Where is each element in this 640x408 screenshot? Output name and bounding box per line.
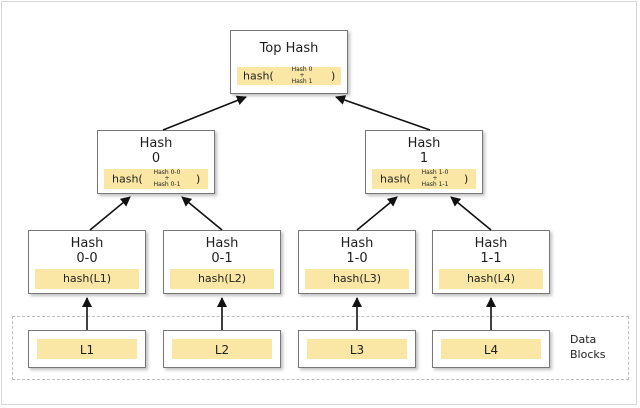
- data-block-l2: L2: [163, 330, 281, 368]
- hash-1-index: 1: [419, 151, 429, 166]
- formula-suffix: ): [464, 172, 469, 186]
- hash-1-formula: hash( Hash 1-0 + Hash 1-1 ): [372, 169, 476, 189]
- hash-1-node: Hash 1 hash( Hash 1-0 + Hash 1-1 ): [365, 130, 483, 194]
- formula-prefix: hash(: [380, 172, 411, 186]
- formula-plus: +: [299, 72, 305, 79]
- arrow-hash-1-0-to-hash-1: [356, 196, 398, 231]
- hash-0-formula: hash( Hash 0-0 + Hash 0-1 ): [104, 169, 208, 189]
- arrow-hash-0-1-to-hash-0: [181, 196, 223, 231]
- formula-prefix: hash(: [112, 172, 143, 186]
- leaf-hash-formula: hash(L3): [305, 269, 409, 289]
- leaf-hash-title: Hash: [205, 236, 239, 251]
- formula-suffix: ): [331, 69, 336, 83]
- data-blocks-label-line-2: Blocks: [570, 348, 606, 361]
- top-hash-formula: hash( Hash 0 + Hash 1 ): [237, 67, 341, 85]
- arrow-hash-0-0-to-hash-0: [89, 196, 131, 231]
- data-block-l4: L4: [432, 330, 550, 368]
- formula-arg-1: Hash 1-0: [421, 169, 449, 176]
- data-block-l1: L1: [28, 330, 146, 368]
- data-block-label: L4: [441, 339, 541, 359]
- data-block-label: L2: [172, 339, 272, 359]
- hash-1-0-node: Hash 1-0 hash(L3): [298, 230, 416, 294]
- arrow-hash-1-1-to-hash-1: [450, 196, 492, 231]
- hash-0-node: Hash 0 hash( Hash 0-0 + Hash 0-1 ): [97, 130, 215, 194]
- leaf-hash-index: 0-1: [211, 251, 233, 266]
- formula-arg-2: Hash 0-1: [153, 181, 181, 188]
- top-hash-title: Top Hash: [259, 41, 319, 56]
- leaf-hash-index: 1-1: [480, 251, 502, 266]
- hash-0-index: 0: [151, 151, 161, 166]
- hash-0-0-node: Hash 0-0 hash(L1): [28, 230, 146, 294]
- leaf-hash-formula: hash(L1): [35, 269, 139, 289]
- formula-prefix: hash(: [243, 69, 274, 83]
- formula-arg-1: Hash 0-0: [153, 169, 181, 176]
- leaf-hash-title: Hash: [340, 236, 374, 251]
- data-blocks-label: Data Blocks: [570, 332, 605, 362]
- hash-1-1-node: Hash 1-1 hash(L4): [432, 230, 550, 294]
- formula-arg-2: Hash 1: [291, 78, 313, 85]
- hash-1-title: Hash: [407, 136, 441, 151]
- arrow-hash-0-to-top-hash: [162, 95, 247, 131]
- hash-0-1-node: Hash 0-1 hash(L2): [163, 230, 281, 294]
- leaf-hash-formula: hash(L2): [170, 269, 274, 289]
- top-hash-node: Top Hash hash( Hash 0 + Hash 1 ): [230, 30, 348, 94]
- data-block-label: L1: [37, 339, 137, 359]
- formula-arg-2: Hash 1-1: [421, 181, 449, 188]
- formula-args: Hash 0-0 + Hash 0-1: [150, 170, 184, 188]
- formula-args: Hash 1-0 + Hash 1-1: [418, 170, 452, 188]
- data-blocks-region: [12, 316, 629, 380]
- leaf-hash-title: Hash: [70, 236, 104, 251]
- leaf-hash-index: 1-0: [346, 251, 368, 266]
- formula-arg-1: Hash 0: [291, 66, 313, 73]
- arrow-hash-1-to-top-hash: [335, 95, 431, 131]
- leaf-hash-title: Hash: [474, 236, 508, 251]
- leaf-hash-formula: hash(L4): [439, 269, 543, 289]
- data-block-l3: L3: [298, 330, 416, 368]
- formula-args: Hash 0 + Hash 1: [287, 67, 317, 85]
- data-blocks-label-line-1: Data: [570, 333, 597, 346]
- data-block-label: L3: [307, 339, 407, 359]
- formula-plus: +: [432, 175, 438, 182]
- hash-0-title: Hash: [139, 136, 173, 151]
- formula-suffix: ): [196, 172, 201, 186]
- leaf-hash-index: 0-0: [76, 251, 98, 266]
- formula-plus: +: [164, 175, 170, 182]
